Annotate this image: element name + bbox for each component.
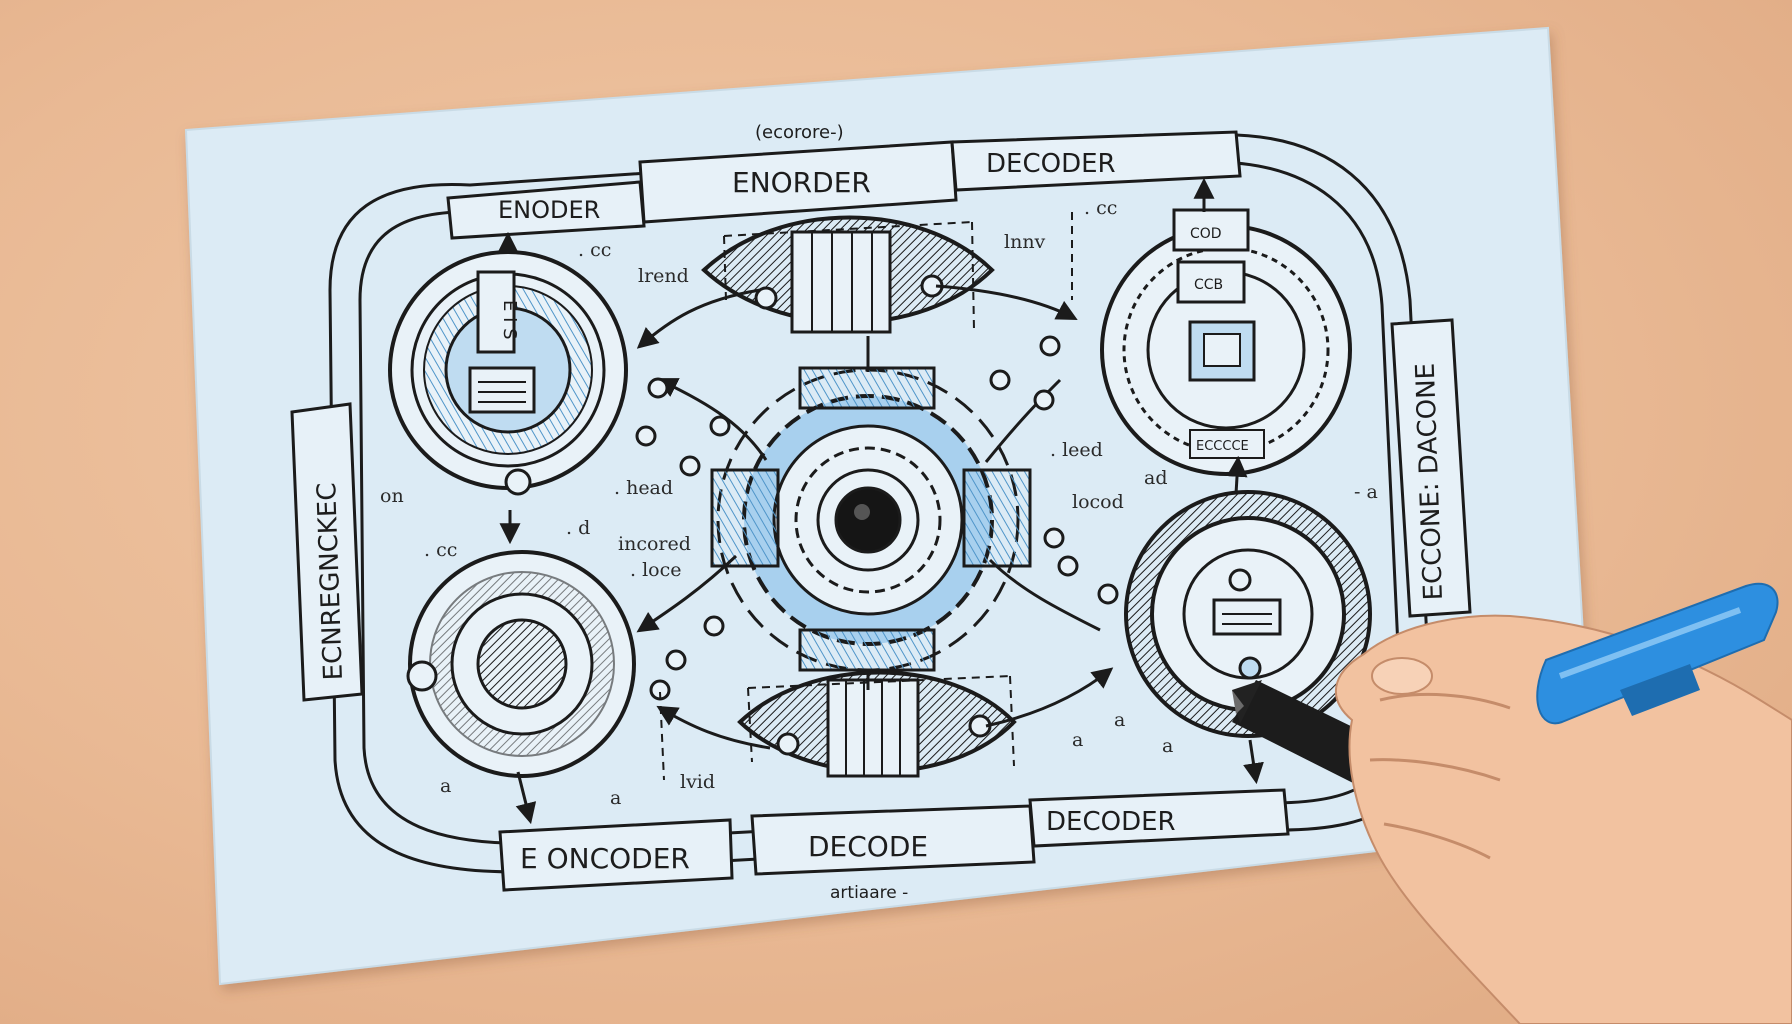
banner-bottom-left-label: E ONCODER [520,842,690,875]
banner-bottom-center: DECODE [750,804,1036,876]
banner-bottom-right: DECODER [1028,788,1290,848]
central-hub [710,366,1032,672]
note-loce: . loce [630,559,681,581]
annotations: lrend lnnv . cc . cc on . cc . d . head … [380,197,1378,809]
note-lvid: lvid [680,771,715,793]
connector-beads [635,335,1119,701]
note-incored: incored [618,533,691,555]
note-lnnv: lnnv [1004,231,1046,253]
note-head: . head [614,477,673,499]
note-cc-top-left: . cc [578,239,611,261]
guide-lines [659,212,1073,781]
note-ad: ad [1144,467,1168,489]
note-a-bottom-1: a [1072,729,1083,751]
node-bottom-right [1124,490,1372,738]
note-a-bottom-left: a [610,787,621,809]
banner-bottom-left: E ONCODER [498,818,734,892]
banner-top-left-label: ENODER [498,196,600,224]
banner-left-vertical: ECNREGNCKEC [290,402,364,702]
lens-bottom [737,670,1017,778]
note-d-mid-left: . d [566,517,590,539]
banner-top-left: ENODER [446,180,646,240]
node-top-right-bottom-label: ECCCCE [1196,439,1249,454]
node-top-right-box-b: CCB [1194,277,1223,293]
banner-bottom-center-label: DECODE [808,830,928,863]
note-cc-top-right: . cc [1084,197,1117,219]
note-on: on [380,485,404,507]
connectors [497,177,1264,825]
node-top-left: E I S [388,250,628,496]
note-leed: . leed [1050,439,1103,461]
note-a-bottom-2: a [1114,709,1125,731]
banner-top-center: ENORDER [638,140,958,224]
note-cc-mid-left: . cc [424,539,457,561]
note-a-bottom-3: a [1162,735,1173,757]
lens-top [701,215,995,334]
diagram-footer: artiaare - [830,883,908,903]
banner-top-right: DECODER [950,130,1242,192]
banner-top-center-label: ENORDER [732,166,871,199]
note-a-lower-left: a [440,775,451,797]
note-lrend: lrend [638,265,689,287]
diagram-title: (ecorore-) [755,122,844,143]
node-top-left-tab-label: E I S [499,300,520,340]
node-top-right-box-a: COD [1190,226,1222,242]
banner-left-vertical-label: ECNREGNCKEC [312,482,349,681]
banner-top-right-label: DECODER [986,149,1116,179]
note-locod: locod [1072,491,1124,513]
node-top-right: COD CCB ECCCCE [1100,208,1352,476]
node-bottom-left [406,550,636,778]
note-a-right: - a [1354,481,1378,503]
hand-with-marker [1232,582,1792,1024]
banner-bottom-right-label: DECODER [1046,807,1176,837]
banner-right-vertical: ECCONE: DACONE [1390,318,1472,618]
